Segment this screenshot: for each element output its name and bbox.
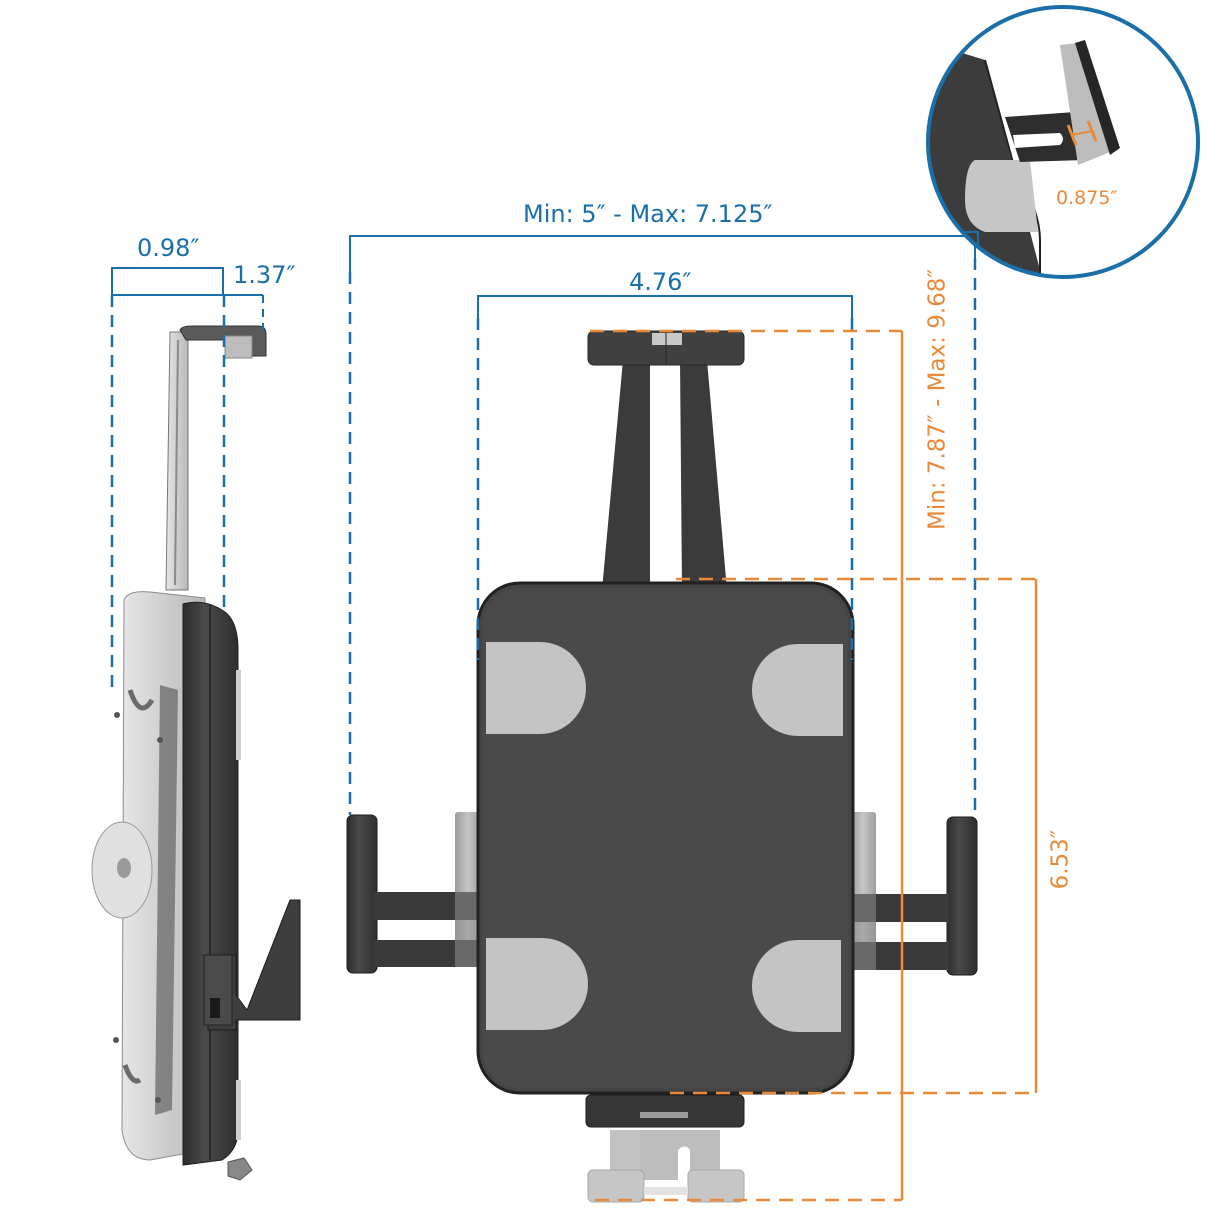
height-range-label: Min: 7.87″ - Max: 9.68″: [924, 269, 951, 531]
pad-top-right: [752, 644, 843, 736]
pad-bottom-right: [752, 940, 841, 1032]
side-view: [91, 325, 301, 1181]
body-width-label: 4.76″: [629, 268, 692, 296]
lip-depth-label: 0.875″: [1056, 187, 1118, 209]
front-width-dimension-lines: [348, 235, 977, 816]
side-dimension-lines: [110, 267, 264, 690]
callout-ring: [926, 5, 1200, 279]
pad-top-left: [486, 642, 586, 734]
pad-bottom-left: [486, 938, 588, 1030]
detail-callout: [926, 5, 1200, 279]
width-range-label: Min: 5″ - Max: 7.125″: [523, 200, 773, 228]
front-height-dimension-lines: [590, 329, 1038, 1202]
front-view: [346, 330, 978, 1203]
side-depth-label: 0.98″: [137, 234, 200, 262]
side-hook-label: 1.37″: [233, 261, 296, 289]
body-height-label: 6.53″: [1047, 829, 1074, 890]
